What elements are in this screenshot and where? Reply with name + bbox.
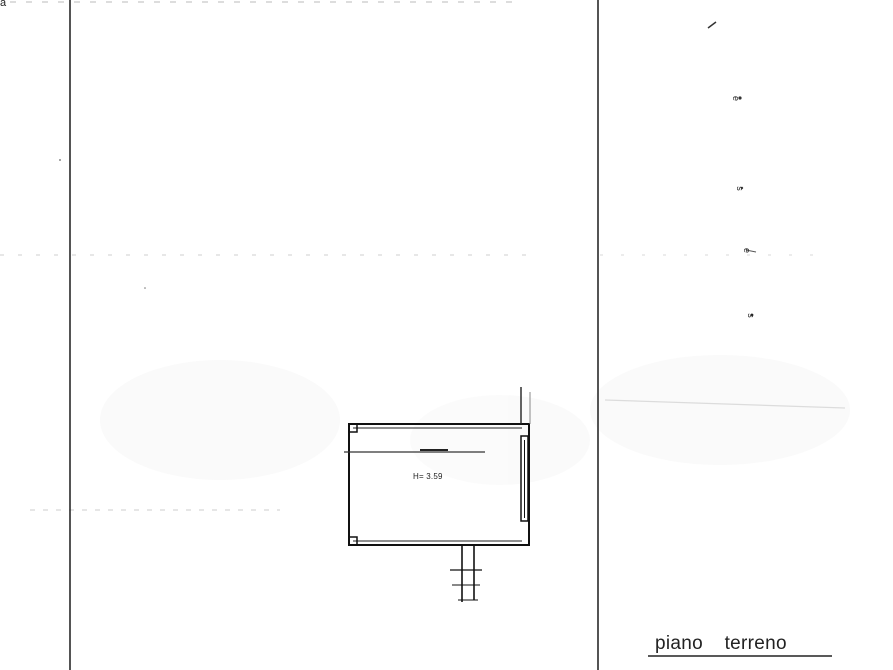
vertical-letter-4: s <box>745 313 756 318</box>
scan-smudges <box>100 355 850 485</box>
room-inner-wall <box>353 427 522 542</box>
right-faint-line <box>604 399 846 409</box>
vertical-letter-1: e <box>731 95 742 102</box>
corner-mark-text: a <box>0 0 7 9</box>
vertical-letter-3: e <box>742 247 753 254</box>
vertical-letter-2: s <box>734 186 745 191</box>
floor-label: piano terreno <box>655 633 787 654</box>
stair-below-room <box>450 545 482 602</box>
room-outline <box>348 423 530 546</box>
room-height-label: H= 3.59 <box>413 472 443 481</box>
